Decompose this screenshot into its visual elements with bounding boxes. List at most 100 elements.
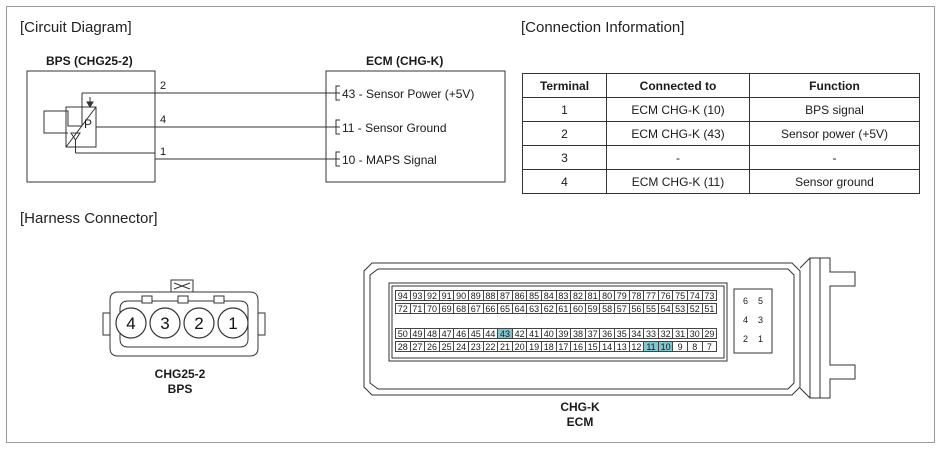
ecm-terminal: 14 [599,341,615,352]
ecm-terminal: 43 [497,328,513,339]
ecm-terminal: 19 [526,341,542,352]
ecm-terminal: 20 [511,341,528,352]
ecm-side-terminal: 2 [738,332,753,347]
ecm-terminal: 81 [584,290,601,301]
ecm-terminal: 17 [555,341,572,352]
bps-title: BPS (CHG25-2) [46,54,133,68]
ecm-terminal: 70 [424,303,440,314]
ecm-terminal: 53 [672,303,688,314]
ecm-terminal: 25 [438,341,455,352]
bps-pin-circle [149,307,181,339]
ecm-terminal: 7 [701,341,718,352]
ecm-terminal: 65 [497,303,513,314]
ecm-connection-label: 10 - MAPS Signal [342,153,437,167]
ecm-connector-caption: CHG-K ECM [540,400,620,430]
ecm-terminal: 94 [395,290,411,301]
connection-info-header: [Connection Information] [521,19,685,36]
bps-pin-label: 4 [160,114,167,126]
ecm-side-terminal: 4 [738,313,753,328]
ecm-terminal: 75 [672,290,688,301]
ecm-terminal: 54 [657,303,674,314]
ecm-terminal: 71 [409,303,426,314]
ecm-terminal: 76 [657,290,674,301]
diagram-frame [6,6,935,443]
ecm-terminal: 88 [482,290,499,301]
ecm-terminal: 36 [599,328,615,339]
ecm-terminal: 87 [497,290,513,301]
ecm-side-terminal: 6 [738,294,753,309]
ecm-terminal: 35 [614,328,630,339]
ecm-side-terminal: 3 [753,313,768,328]
ecm-terminal: 45 [468,328,484,339]
ecm-connection-label: 11 - Sensor Ground [342,121,447,135]
ecm-terminal: 24 [453,341,469,352]
ecm-terminal: 34 [628,328,645,339]
ecm-terminal: 32 [657,328,674,339]
ecm-terminal: 82 [570,290,586,301]
ecm-side-terminal: 1 [753,332,768,347]
ecm-caption-line: ECM [566,415,594,429]
ecm-terminal: 41 [526,328,542,339]
sensor-letter: P [84,117,93,131]
ecm-terminal: 38 [570,328,586,339]
ecm-terminal: 64 [511,303,528,314]
ecm-terminal: 67 [468,303,484,314]
ecm-terminal: 66 [482,303,499,314]
ecm-terminal: 50 [395,328,411,339]
table-row: 2 ECM CHG-K (43) Sensor power (+5V) [522,121,920,146]
ecm-terminal: 86 [511,290,528,301]
ecm-terminal: 10 [657,341,674,352]
ecm-terminal: 48 [424,328,440,339]
ecm-terminal: 15 [584,341,601,352]
ecm-terminal: 28 [395,341,411,352]
table-cell: 2 [522,121,607,146]
ecm-terminal: 60 [570,303,586,314]
ecm-terminal: 37 [584,328,601,339]
table-cell: 3 [522,145,607,170]
bps-caption-line: BPS [167,382,193,396]
connection-table: Terminal Connected to Function 1 ECM CHG… [522,73,920,194]
ecm-terminal: 52 [687,303,703,314]
ecm-terminal: 56 [628,303,645,314]
ecm-terminal: 33 [643,328,659,339]
ecm-terminal: 39 [555,328,572,339]
ecm-terminal: 78 [628,290,645,301]
table-cell: 4 [522,169,607,194]
ecm-side-terminal: 5 [753,294,768,309]
ecm-terminal: 84 [541,290,557,301]
ecm-terminal: 13 [614,341,630,352]
bps-pin-number: 1 [228,314,237,333]
ecm-terminal: 47 [438,328,455,339]
ecm-terminal: 79 [614,290,630,301]
ecm-terminal: 30 [687,328,703,339]
bps-pin-label: 1 [160,146,167,158]
table-cell: Sensor ground [749,169,920,194]
bps-pin-number: 3 [160,314,169,333]
ecm-terminal: 40 [541,328,557,339]
ecm-terminal: 51 [701,303,718,314]
table-cell: 1 [522,97,607,122]
ecm-terminal: 83 [555,290,572,301]
bps-pin-number: 2 [194,314,203,333]
table-row: 3 - - [522,145,920,170]
ecm-terminal: 58 [599,303,615,314]
ecm-terminal: 73 [701,290,718,301]
harness-connector-header: [Harness Connector] [20,210,158,227]
ecm-terminal: 16 [570,341,586,352]
ecm-terminal: 91 [438,290,455,301]
ecm-terminal: 57 [614,303,630,314]
ecm-terminal: 9 [672,341,688,352]
table-cell: ECM CHG-K (11) [606,169,750,194]
table-cell: Sensor power (+5V) [749,121,920,146]
ecm-terminal: 89 [468,290,484,301]
table-cell: ECM CHG-K (43) [606,121,750,146]
table-row: 4 ECM CHG-K (11) Sensor ground [522,169,920,194]
ecm-terminal: 21 [497,341,513,352]
ecm-terminal: 72 [395,303,411,314]
ecm-terminal: 31 [672,328,688,339]
circuit-diagram-header: [Circuit Diagram] [20,19,132,36]
bps-connector-caption: CHG25-2 BPS [130,367,230,397]
ecm-terminal: 18 [541,341,557,352]
